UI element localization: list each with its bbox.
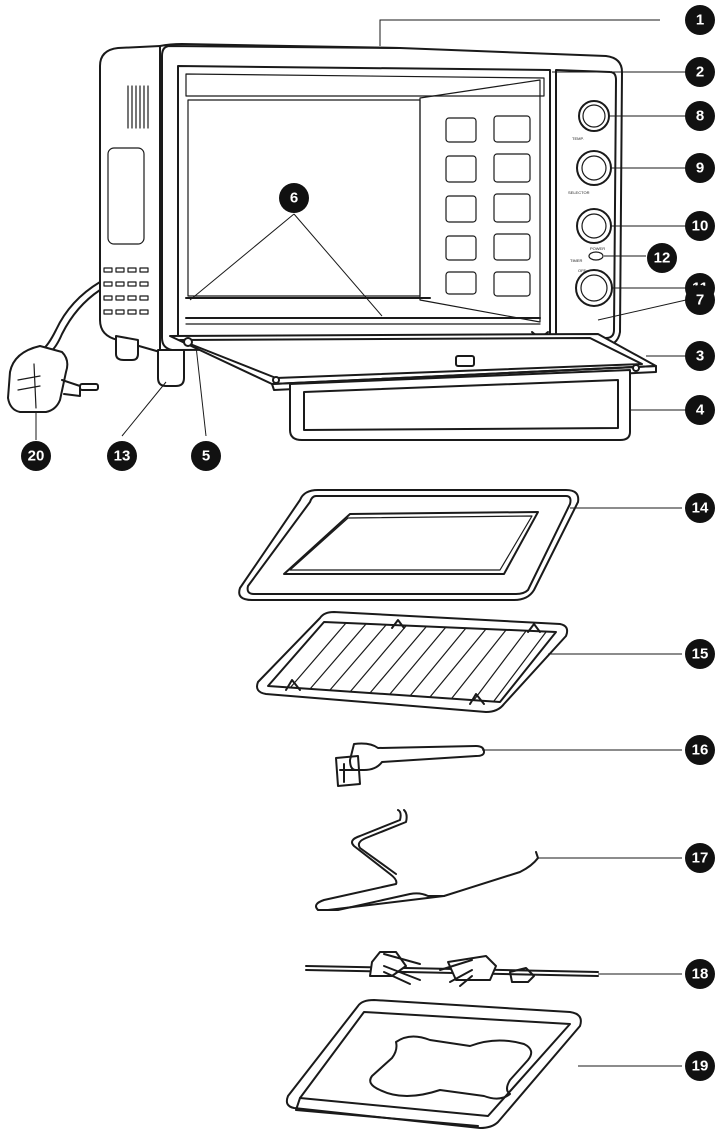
power-cord [41,281,101,353]
svg-text:3: 3 [696,348,704,365]
svg-text:4: 4 [696,402,705,419]
panel-label-off: OFF [578,268,587,273]
oven-body: TEMP. SELECTOR POWER TIMER OFF [99,43,623,387]
svg-text:17: 17 [692,850,709,867]
svg-text:8: 8 [696,108,704,125]
rack-bars [289,622,547,702]
tray-handle [335,742,485,787]
rotisserie-holder [315,809,539,911]
panel-label-selector: SELECTOR [568,190,590,195]
panel-label-power: POWER [590,246,605,251]
svg-text:12: 12 [654,250,671,267]
oven-door [169,333,657,441]
callout-7b: 7 [685,285,715,315]
callout-2: 2 [685,57,715,87]
door-latch [455,355,475,367]
panel-label-temp: TEMP. [572,136,584,141]
svg-text:2: 2 [696,64,704,81]
callout-18: 18 [685,959,715,989]
rotisserie-spit [305,951,599,987]
oven-foot-left [115,335,139,361]
svg-text:7: 7 [696,292,704,309]
callout-15: 15 [685,639,715,669]
callout-6: 6 [279,183,309,213]
power-indicator [588,251,604,261]
svg-text:20: 20 [28,448,45,465]
callout-5: 5 [191,441,221,471]
leader-lines [35,19,687,1067]
svg-text:15: 15 [692,646,709,663]
function-knob[interactable] [576,150,612,186]
svg-text:6: 6 [290,190,298,207]
side-lower-vents [103,267,149,315]
selector-knob[interactable] [576,208,612,244]
door-handle [289,369,631,441]
svg-text:14: 14 [692,500,709,517]
inner-wall-tiles [445,115,531,297]
baking-tray [238,489,580,601]
svg-text:13: 13 [114,448,131,465]
leader-5 [195,345,207,437]
panel-label-timer: TIMER [570,258,583,263]
callout-9: 9 [685,153,715,183]
side-vents [127,85,149,129]
svg-text:16: 16 [692,742,709,759]
callout-1: 1 [685,5,715,35]
power-plug [7,345,99,413]
crumb-tray [285,999,582,1129]
callout-4: 4 [685,395,715,425]
callout-8: 8 [685,101,715,131]
callout-12: 12 [647,243,677,273]
svg-text:9: 9 [696,160,704,177]
leader-7 [597,299,687,321]
leader-6 [189,213,383,317]
callout-3: 3 [685,341,715,371]
svg-text:5: 5 [202,448,210,465]
timer-knob[interactable] [575,269,613,307]
svg-text:18: 18 [692,966,709,983]
svg-text:19: 19 [692,1058,709,1075]
callout-16: 16 [685,735,715,765]
leader-1 [379,19,660,46]
oven-foot-front [157,349,185,387]
callout-19: 19 [685,1051,715,1081]
callout-10: 10 [685,211,715,241]
callout-14: 14 [685,493,715,523]
svg-text:1: 1 [696,12,704,29]
callout-13: 13 [107,441,137,471]
leader-13 [121,381,167,437]
callout-17: 17 [685,843,715,873]
wire-rack [256,611,569,713]
svg-text:10: 10 [692,218,709,235]
callout-20: 20 [21,441,51,471]
temperature-knob[interactable] [578,100,610,132]
